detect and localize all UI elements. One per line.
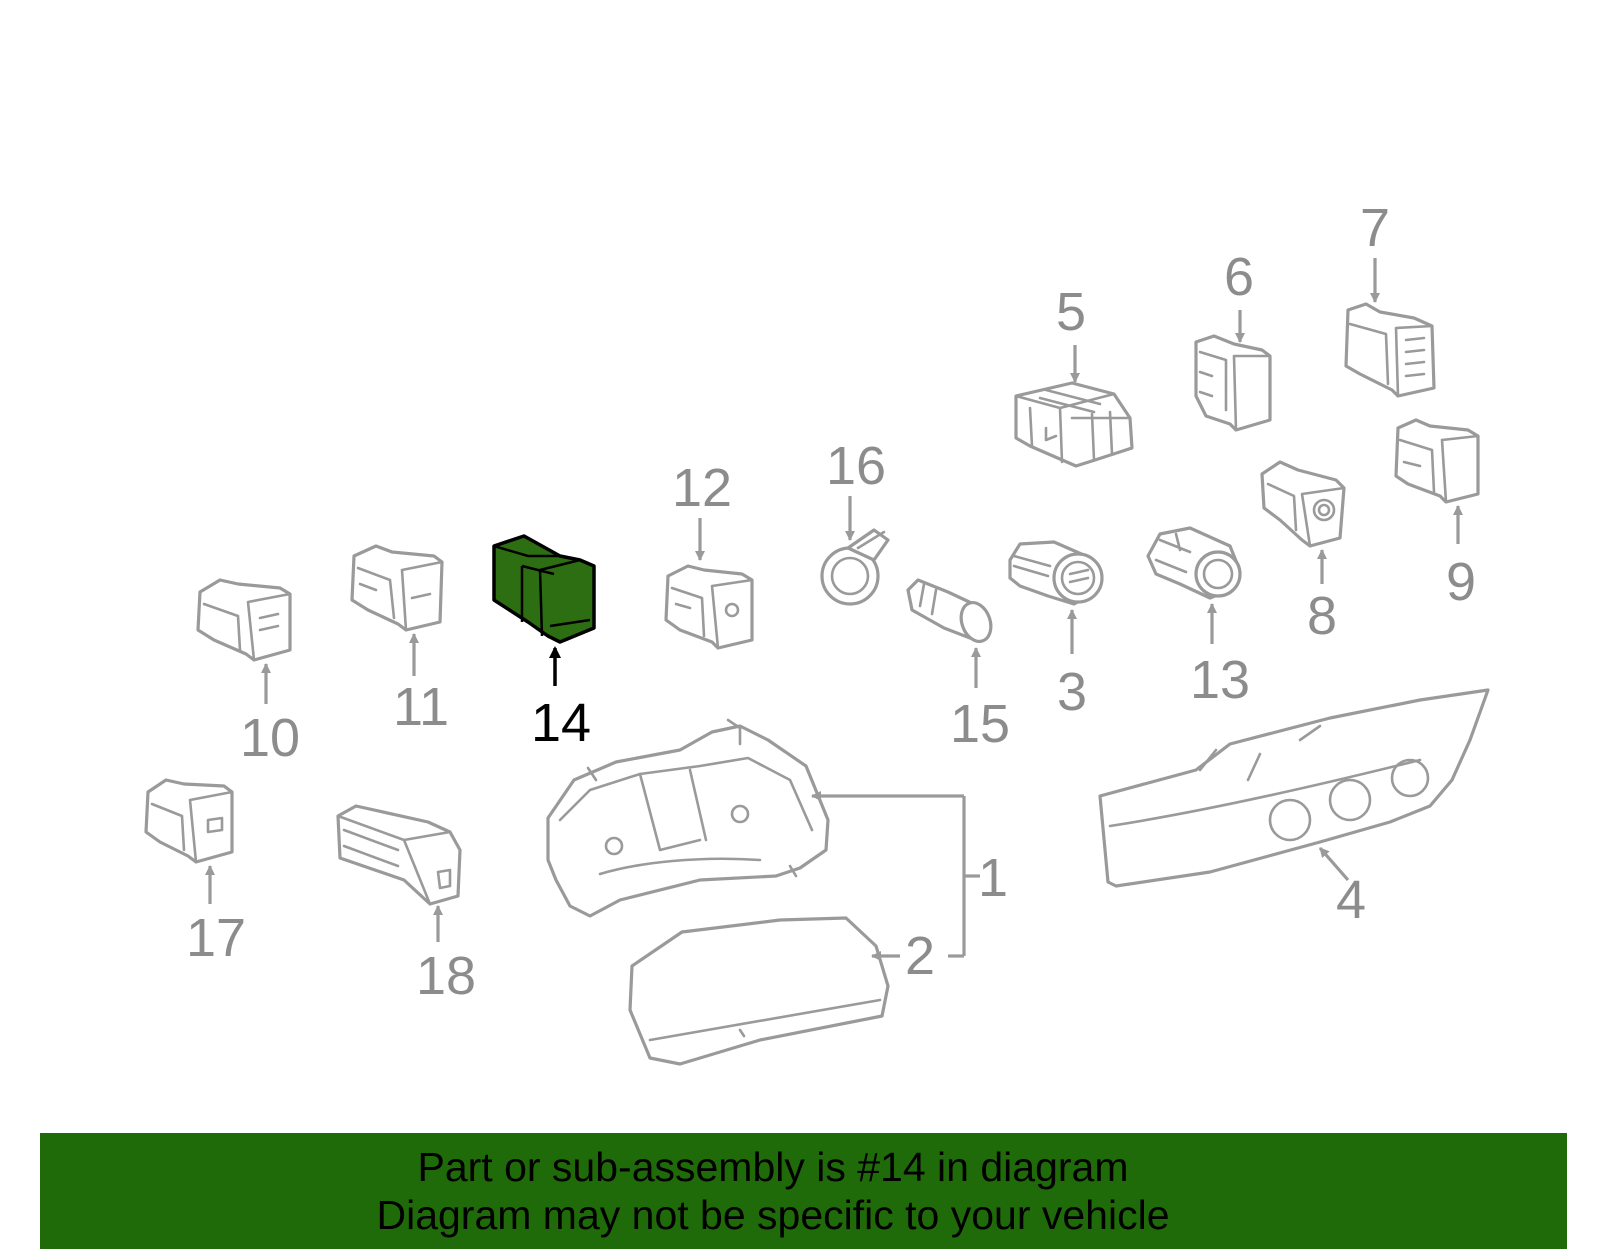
- callout-8: 8: [1307, 586, 1337, 646]
- callout-2: 2: [905, 926, 935, 986]
- part-3-round-switch[interactable]: [1008, 540, 1104, 606]
- part-10-switch[interactable]: [196, 578, 292, 662]
- callout-15: 15: [950, 694, 1010, 754]
- info-banner: Part or sub-assembly is #14 in diagram D…: [40, 1133, 1567, 1249]
- part-15-cigarette-lighter[interactable]: [906, 578, 996, 646]
- part-16-socket[interactable]: [820, 528, 890, 606]
- banner-line-disclaimer: Diagram may not be specific to your vehi…: [376, 1192, 1170, 1238]
- callout-11: 11: [393, 677, 449, 737]
- callout-1: 1: [978, 848, 1008, 908]
- part-17-switch[interactable]: [144, 778, 234, 864]
- callout-7: 7: [1360, 198, 1390, 258]
- banner-line-part-number: Part or sub-assembly is #14 in diagram: [417, 1144, 1129, 1190]
- callout-13: 13: [1190, 650, 1250, 710]
- part-18-switch-module[interactable]: [336, 804, 462, 906]
- bracket-1-2: [811, 791, 980, 961]
- part-11-switch[interactable]: [350, 544, 444, 632]
- callout-4: 4: [1336, 870, 1366, 930]
- callout-18: 18: [416, 946, 476, 1006]
- callout-12: 12: [672, 458, 732, 518]
- part-4-control-panel[interactable]: [1098, 688, 1490, 888]
- part-7-switch[interactable]: [1344, 302, 1436, 398]
- part-2-cluster-lens[interactable]: [628, 916, 890, 1066]
- callout-6: 6: [1224, 247, 1254, 307]
- part-8-switch-knob[interactable]: [1260, 460, 1346, 548]
- callout-9: 9: [1446, 552, 1476, 612]
- part-14-switch-highlighted[interactable]: [492, 534, 596, 644]
- callout-5: 5: [1056, 282, 1086, 342]
- callout-17: 17: [186, 908, 246, 968]
- callout-14: 14: [531, 693, 591, 753]
- part-12-switch[interactable]: [664, 564, 754, 650]
- part-6-switch[interactable]: [1194, 334, 1272, 432]
- part-1-instrument-cluster[interactable]: [546, 718, 830, 918]
- callout-10: 10: [240, 708, 300, 768]
- leader-4: [1318, 846, 1350, 882]
- callout-16: 16: [826, 436, 886, 496]
- part-13-ignition-switch[interactable]: [1146, 526, 1242, 600]
- part-9-switch[interactable]: [1394, 418, 1480, 504]
- callout-3: 3: [1057, 662, 1087, 722]
- part-5-switch-block[interactable]: [1014, 381, 1134, 468]
